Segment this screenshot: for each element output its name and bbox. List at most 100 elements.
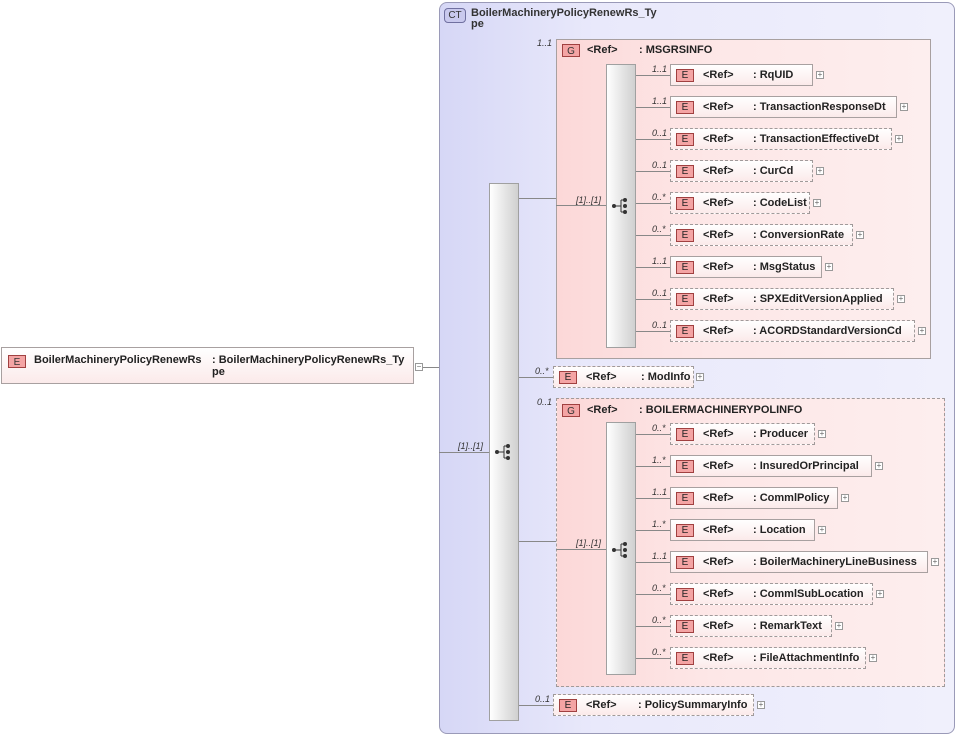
- element-row[interactable]: E<Ref>: Location: [670, 519, 815, 541]
- expand-toggle[interactable]: +: [696, 372, 704, 381]
- element-row[interactable]: E<Ref>: RemarkText: [670, 615, 832, 637]
- element-name: : FileAttachmentInfo: [753, 652, 860, 664]
- element-ref: <Ref>: [703, 101, 734, 113]
- element-name: : Location: [753, 524, 806, 536]
- connector: [519, 705, 553, 706]
- element-cardinality: 0..1: [652, 320, 668, 330]
- element-policysummaryinfo[interactable]: E <Ref> : PolicySummaryInfo: [553, 694, 754, 716]
- sequence-cardinality: [1]..[1]: [576, 538, 602, 548]
- connector: [636, 299, 670, 300]
- connector: [636, 530, 670, 531]
- element-ref: <Ref>: [703, 652, 734, 664]
- msgrsinfo-group-name[interactable]: : MSGRSINFO: [639, 44, 713, 56]
- expand-toggle[interactable]: +: [816, 70, 824, 79]
- expand-toggle[interactable]: +: [918, 326, 926, 335]
- connector: [556, 549, 606, 550]
- expand-toggle[interactable]: +: [818, 429, 826, 438]
- element-name: : CommlSubLocation: [753, 588, 864, 600]
- expand-toggle[interactable]: +: [825, 262, 833, 271]
- element-row[interactable]: E <Ref> : ACORDStandardVersionCd: [670, 320, 915, 342]
- element-cardinality: 0..1: [652, 288, 668, 298]
- connector: [636, 498, 670, 499]
- element-row[interactable]: E <Ref> : FileAttachmentInfo: [670, 647, 866, 669]
- connector: [636, 107, 670, 108]
- element-name: : CodeList: [753, 197, 807, 209]
- element-cardinality: 1..*: [652, 519, 666, 529]
- element-ref: <Ref>: [586, 371, 617, 383]
- element-badge: E: [676, 101, 694, 114]
- connector: [636, 331, 670, 332]
- connector: [636, 75, 670, 76]
- element-name: : RqUID: [753, 69, 794, 81]
- element-row[interactable]: E<Ref>: ConversionRate: [670, 224, 853, 246]
- element-ref: <Ref>: [703, 428, 734, 440]
- connector: [423, 367, 439, 368]
- element-badge: E: [676, 652, 694, 665]
- expand-toggle[interactable]: +: [835, 621, 843, 630]
- expand-toggle[interactable]: +: [757, 700, 765, 709]
- polinfo-group-name[interactable]: : BOILERMACHINERYPOLINFO: [639, 404, 803, 416]
- element-name: : ConversionRate: [753, 229, 845, 241]
- element-row[interactable]: E<Ref>: Producer: [670, 423, 815, 445]
- element-row[interactable]: E<Ref>: SPXEditVersionApplied: [670, 288, 894, 310]
- element-ref: <Ref>: [703, 69, 734, 81]
- element-row[interactable]: E<Ref>: CurCd: [670, 160, 813, 182]
- element-name: : RemarkText: [753, 620, 822, 632]
- element-row[interactable]: E<Ref>: CodeList: [670, 192, 810, 214]
- element-ref: <Ref>: [703, 325, 734, 337]
- collapse-toggle[interactable]: −: [415, 362, 423, 371]
- expand-toggle[interactable]: +: [813, 198, 821, 207]
- element-cardinality: 0..*: [652, 224, 666, 234]
- element-row[interactable]: E<Ref>: TransactionResponseDt: [670, 96, 897, 118]
- root-element-type: : BoilerMachineryPolicyRenewRs_Ty pe: [212, 354, 405, 378]
- expand-toggle[interactable]: +: [841, 493, 849, 502]
- element-name: : ACORDStandardVersionCd: [753, 325, 902, 337]
- expand-toggle[interactable]: +: [875, 461, 883, 470]
- element-badge: E: [676, 428, 694, 441]
- expand-toggle[interactable]: +: [876, 589, 884, 598]
- element-name: : CommlPolicy: [753, 492, 830, 504]
- connector: [636, 562, 670, 563]
- element-row[interactable]: E<Ref>: MsgStatus: [670, 256, 822, 278]
- connector: [636, 434, 670, 435]
- element-name: : CurCd: [753, 165, 794, 177]
- element-name: : TransactionEffectiveDt: [753, 133, 879, 145]
- expand-toggle[interactable]: +: [816, 166, 824, 175]
- element-badge: E: [676, 325, 694, 338]
- expand-toggle[interactable]: +: [931, 557, 939, 566]
- element-cardinality: 1..1: [652, 64, 668, 74]
- main-sequence-cardinality: [1]..[1]: [458, 441, 484, 451]
- element-ref: <Ref>: [586, 699, 617, 711]
- complex-type-name: BoilerMachineryPolicyRenewRs_Ty pe: [471, 7, 657, 30]
- element-row[interactable]: E<Ref>: BoilerMachineryLineBusiness: [670, 551, 928, 573]
- element-name: : InsuredOrPrincipal: [753, 460, 859, 472]
- expand-toggle[interactable]: +: [869, 653, 877, 662]
- connector: [636, 267, 670, 268]
- element-row[interactable]: E<Ref>: CommlSubLocation: [670, 583, 873, 605]
- expand-toggle[interactable]: +: [895, 134, 903, 143]
- element-row[interactable]: E<Ref>: RqUID: [670, 64, 813, 86]
- element-badge: E: [676, 229, 694, 242]
- sequence-cardinality: [1]..[1]: [576, 195, 602, 205]
- element-row[interactable]: E<Ref>: InsuredOrPrincipal: [670, 455, 872, 477]
- complex-type-badge: CT: [444, 8, 466, 23]
- expand-toggle[interactable]: +: [900, 102, 908, 111]
- element-row[interactable]: E<Ref>: TransactionEffectiveDt: [670, 128, 892, 150]
- element-ref: <Ref>: [703, 556, 734, 568]
- root-element[interactable]: E BoilerMachineryPolicyRenewRs : BoilerM…: [1, 347, 414, 384]
- element-modinfo[interactable]: E <Ref> : ModInfo: [553, 366, 694, 388]
- expand-toggle[interactable]: +: [897, 294, 905, 303]
- connector: [556, 205, 606, 206]
- group-cardinality: 0..1: [537, 397, 553, 407]
- connector: [439, 452, 489, 453]
- element-ref: <Ref>: [703, 620, 734, 632]
- element-row[interactable]: E<Ref>: CommlPolicy: [670, 487, 838, 509]
- connector: [519, 541, 556, 542]
- element-cardinality: 1..1: [652, 551, 668, 561]
- expand-toggle[interactable]: +: [856, 230, 864, 239]
- element-badge: E: [676, 588, 694, 601]
- element-name: : BoilerMachineryLineBusiness: [753, 556, 917, 568]
- group-badge: G: [562, 44, 580, 57]
- element-name: : SPXEditVersionApplied: [753, 293, 883, 305]
- expand-toggle[interactable]: +: [818, 525, 826, 534]
